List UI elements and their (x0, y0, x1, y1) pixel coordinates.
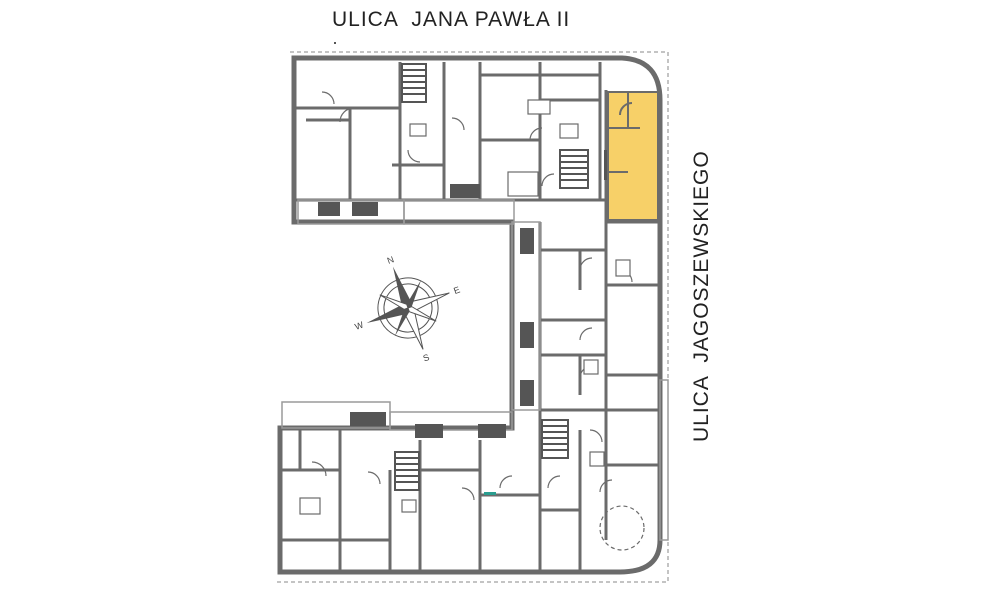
accent-marker (484, 492, 496, 495)
compass-w: W (353, 319, 365, 331)
highlighted-apartment-walls (608, 92, 640, 173)
fixtures (299, 99, 631, 515)
railing (520, 228, 534, 254)
railing (520, 380, 534, 406)
stairs-south (394, 451, 420, 491)
balconies (281, 199, 669, 541)
stairs-east (541, 419, 569, 459)
railing (520, 322, 534, 348)
street-label-jana-pawla: ULICA JANA PAWŁA II (332, 8, 571, 31)
railing (350, 412, 386, 426)
railing (415, 424, 443, 438)
compass-e: E (452, 284, 461, 295)
compass-s: S (422, 352, 431, 363)
railing (450, 184, 480, 198)
building-walls (277, 55, 663, 575)
railing (352, 202, 378, 216)
site-boundary (276, 51, 669, 583)
marker-dot (334, 42, 336, 44)
highlighted-apartment[interactable] (607, 91, 659, 221)
interior-walls (280, 62, 660, 572)
compass-rose: N E S W (353, 254, 461, 363)
railing (478, 424, 506, 438)
railing (318, 202, 340, 216)
stairs-north (401, 63, 427, 103)
compass-n: N (386, 254, 396, 266)
stairs-center (559, 149, 589, 189)
